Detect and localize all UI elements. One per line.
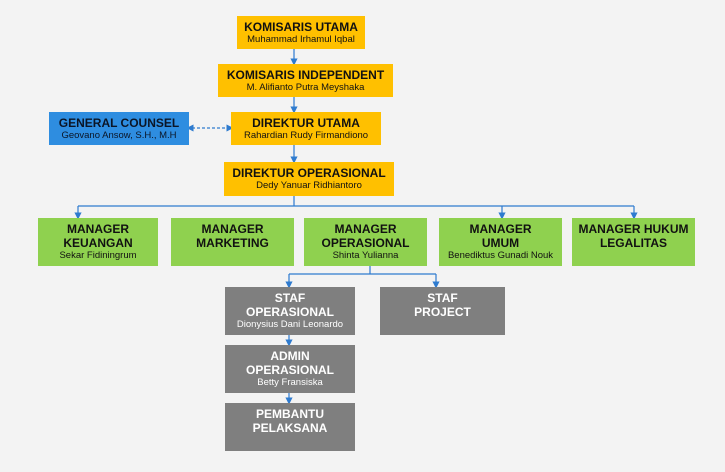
direktur-operasional-box: DIREKTUR OPERASIONAL Dedy Yanuar Ridhian… (224, 162, 394, 196)
manager-hukum-legalitas-box: MANAGER HUKUM LEGALITAS (572, 218, 695, 266)
node-title: MANAGER HUKUM LEGALITAS (578, 222, 689, 250)
node-person: Rahardian Rudy Firmandiono (243, 130, 369, 141)
node-person: Geovano Ansow, S.H., M.H (61, 130, 177, 141)
node-title: KOMISARIS INDEPENDENT (226, 68, 385, 82)
manager-umum-box: MANAGER UMUM Benediktus Gunadi Nouk (439, 218, 562, 266)
manager-keuangan-box: MANAGER KEUANGAN Sekar Fidiningrum (38, 218, 158, 266)
node-title: MANAGER MARKETING (196, 222, 269, 250)
node-title: ADMIN OPERASIONAL (245, 349, 334, 377)
manager-marketing-box: MANAGER MARKETING (171, 218, 294, 266)
node-person: Betty Fransiska (257, 377, 323, 388)
komisaris-utama-box: KOMISARIS UTAMA Muhammad Irhamul Iqbal (237, 16, 365, 49)
komisaris-independent-box: KOMISARIS INDEPENDENT M. Alifianto Putra… (218, 64, 393, 97)
node-person: M. Alifianto Putra Meyshaka (246, 82, 365, 93)
staf-project-box: STAF PROJECT (380, 287, 505, 335)
manager-operasional-box: MANAGER OPERASIONAL Shinta Yulianna (304, 218, 427, 266)
node-title: MANAGER OPERASIONAL (321, 222, 410, 250)
node-title: DIREKTUR OPERASIONAL (232, 166, 386, 180)
admin-operasional-box: ADMIN OPERASIONAL Betty Fransiska (225, 345, 355, 393)
pembantu-pelaksana-box: PEMBANTU PELAKSANA (225, 403, 355, 451)
node-title: PEMBANTU PELAKSANA (252, 407, 328, 435)
node-title: MANAGER UMUM (469, 222, 532, 250)
node-title: STAF PROJECT (414, 291, 471, 319)
general-counsel-box: GENERAL COUNSEL Geovano Ansow, S.H., M.H (49, 112, 189, 145)
node-person: Benediktus Gunadi Nouk (447, 250, 554, 261)
node-person: Sekar Fidiningrum (59, 250, 137, 261)
node-title: MANAGER KEUANGAN (63, 222, 133, 250)
node-person: Dedy Yanuar Ridhiantoro (256, 180, 362, 191)
node-person: Dionysius Dani Leonardo (236, 319, 344, 330)
staf-operasional-box: STAF OPERASIONAL Dionysius Dani Leonardo (225, 287, 355, 335)
node-person: Shinta Yulianna (332, 250, 399, 261)
node-title: STAF OPERASIONAL (245, 291, 334, 319)
node-title: KOMISARIS UTAMA (244, 20, 358, 34)
node-title: DIREKTUR UTAMA (252, 116, 360, 130)
node-person: Muhammad Irhamul Iqbal (247, 34, 355, 45)
direktur-utama-box: DIREKTUR UTAMA Rahardian Rudy Firmandion… (231, 112, 381, 145)
node-title: GENERAL COUNSEL (58, 116, 180, 130)
